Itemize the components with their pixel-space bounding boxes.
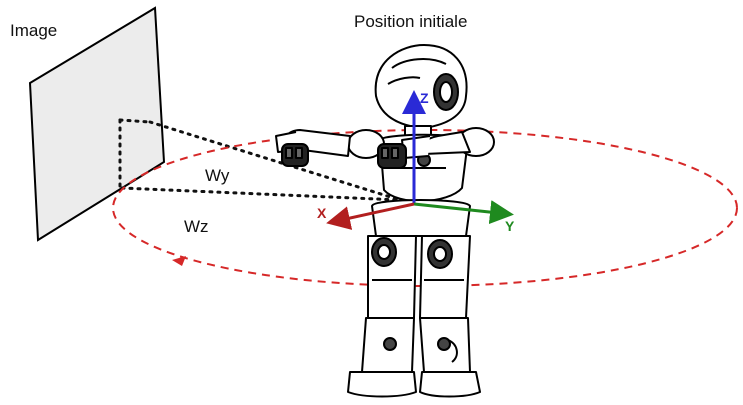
z-axis-label: Z — [420, 90, 429, 106]
image-plane — [28, 6, 166, 242]
x-axis-arrow — [326, 202, 415, 230]
wy-label: Wy — [205, 166, 230, 185]
y-axis-label: Y — [505, 218, 515, 234]
wz-label: Wz — [184, 217, 209, 236]
projection-lines — [118, 118, 402, 202]
coordinate-axes — [326, 90, 514, 230]
rotation-orbit — [112, 129, 738, 287]
image-label: Image — [10, 21, 57, 40]
humanoid-robot-nao-icon — [275, 44, 495, 398]
x-axis-label: X — [317, 205, 327, 221]
title-label: Position initiale — [354, 12, 467, 31]
orbit-arrow-head — [172, 256, 186, 266]
y-axis-arrow — [413, 200, 514, 225]
